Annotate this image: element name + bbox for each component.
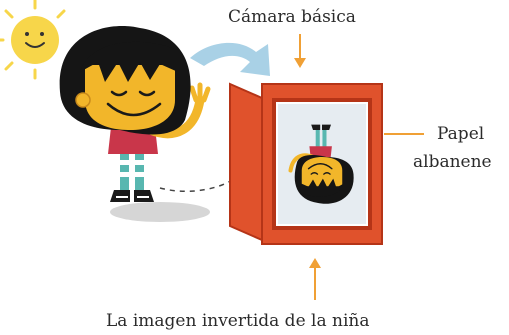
caption-label: La imagen invertida de la niña bbox=[106, 311, 370, 331]
paper-label-line1: Papel bbox=[437, 124, 485, 144]
sun-icon bbox=[0, 0, 66, 80]
paper-label: Papel albanene bbox=[413, 124, 492, 172]
inverted-image bbox=[288, 124, 354, 204]
girl-illustration bbox=[59, 26, 211, 202]
camera-pointer-arrow bbox=[294, 34, 306, 68]
girl-shadow bbox=[110, 202, 210, 222]
light-path bbox=[159, 179, 233, 193]
camera-label: Cámara básica bbox=[228, 7, 356, 27]
paper-label-line2: albanene bbox=[413, 152, 492, 172]
curved-arrow-icon bbox=[190, 42, 270, 76]
caption-pointer-arrow bbox=[309, 258, 321, 300]
